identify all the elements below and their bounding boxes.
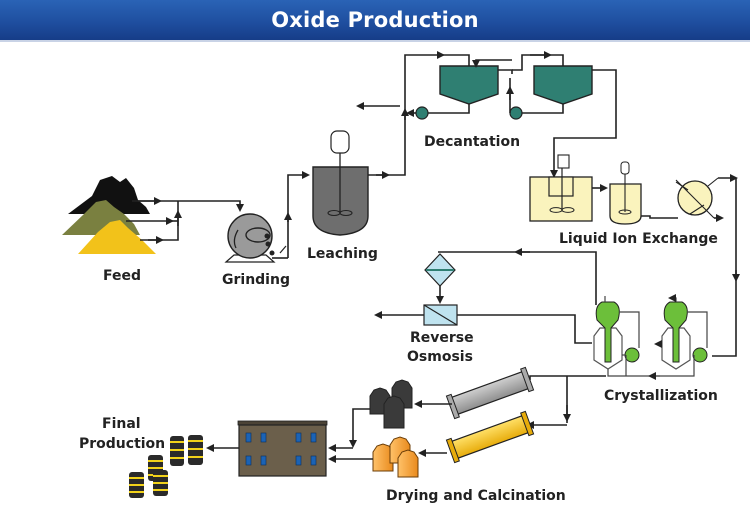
barrel xyxy=(170,436,184,466)
feed-label: Feed xyxy=(103,268,141,284)
pump-2 xyxy=(509,106,523,120)
title-bar: Oxide Production xyxy=(0,0,750,42)
drying-calcination-label: Drying and Calcination xyxy=(386,488,566,504)
decantation-thickeners xyxy=(415,65,593,120)
ion-exchange-units xyxy=(529,154,719,225)
pump-1 xyxy=(415,106,429,120)
feed-pile-black xyxy=(68,176,150,214)
factory-building xyxy=(237,420,328,477)
dryer-gray xyxy=(445,366,535,420)
final-production-label-1: Final xyxy=(102,416,141,432)
crystallizer-1 xyxy=(593,301,640,370)
barrels xyxy=(129,435,203,498)
barrel xyxy=(129,472,144,498)
final-production-label-2: Production xyxy=(79,436,165,452)
crystallizer-2 xyxy=(661,301,708,370)
reverse-osmosis-label-2: Osmosis xyxy=(407,349,473,365)
barrel xyxy=(188,435,203,465)
calciner-yellow xyxy=(445,410,535,464)
feed-piles xyxy=(62,176,156,254)
thickener-1 xyxy=(439,65,499,105)
barrel xyxy=(153,470,168,496)
grinding-label: Grinding xyxy=(222,272,290,288)
reverse-osmosis-units xyxy=(423,253,458,326)
silos-orange xyxy=(372,436,419,478)
page-title: Oxide Production xyxy=(271,8,479,32)
thickener-2 xyxy=(533,65,593,105)
liquid-ion-exchange-label: Liquid Ion Exchange xyxy=(559,231,718,247)
leaching-tank xyxy=(312,130,369,236)
feed-pile-yellow xyxy=(78,220,156,254)
grinding-mill xyxy=(224,213,287,263)
silos-black xyxy=(369,379,413,429)
leaching-label: Leaching xyxy=(307,246,378,262)
reverse-osmosis-label-1: Reverse xyxy=(410,330,474,346)
decantation-label: Decantation xyxy=(424,134,520,150)
crystallization-label: Crystallization xyxy=(604,388,718,404)
